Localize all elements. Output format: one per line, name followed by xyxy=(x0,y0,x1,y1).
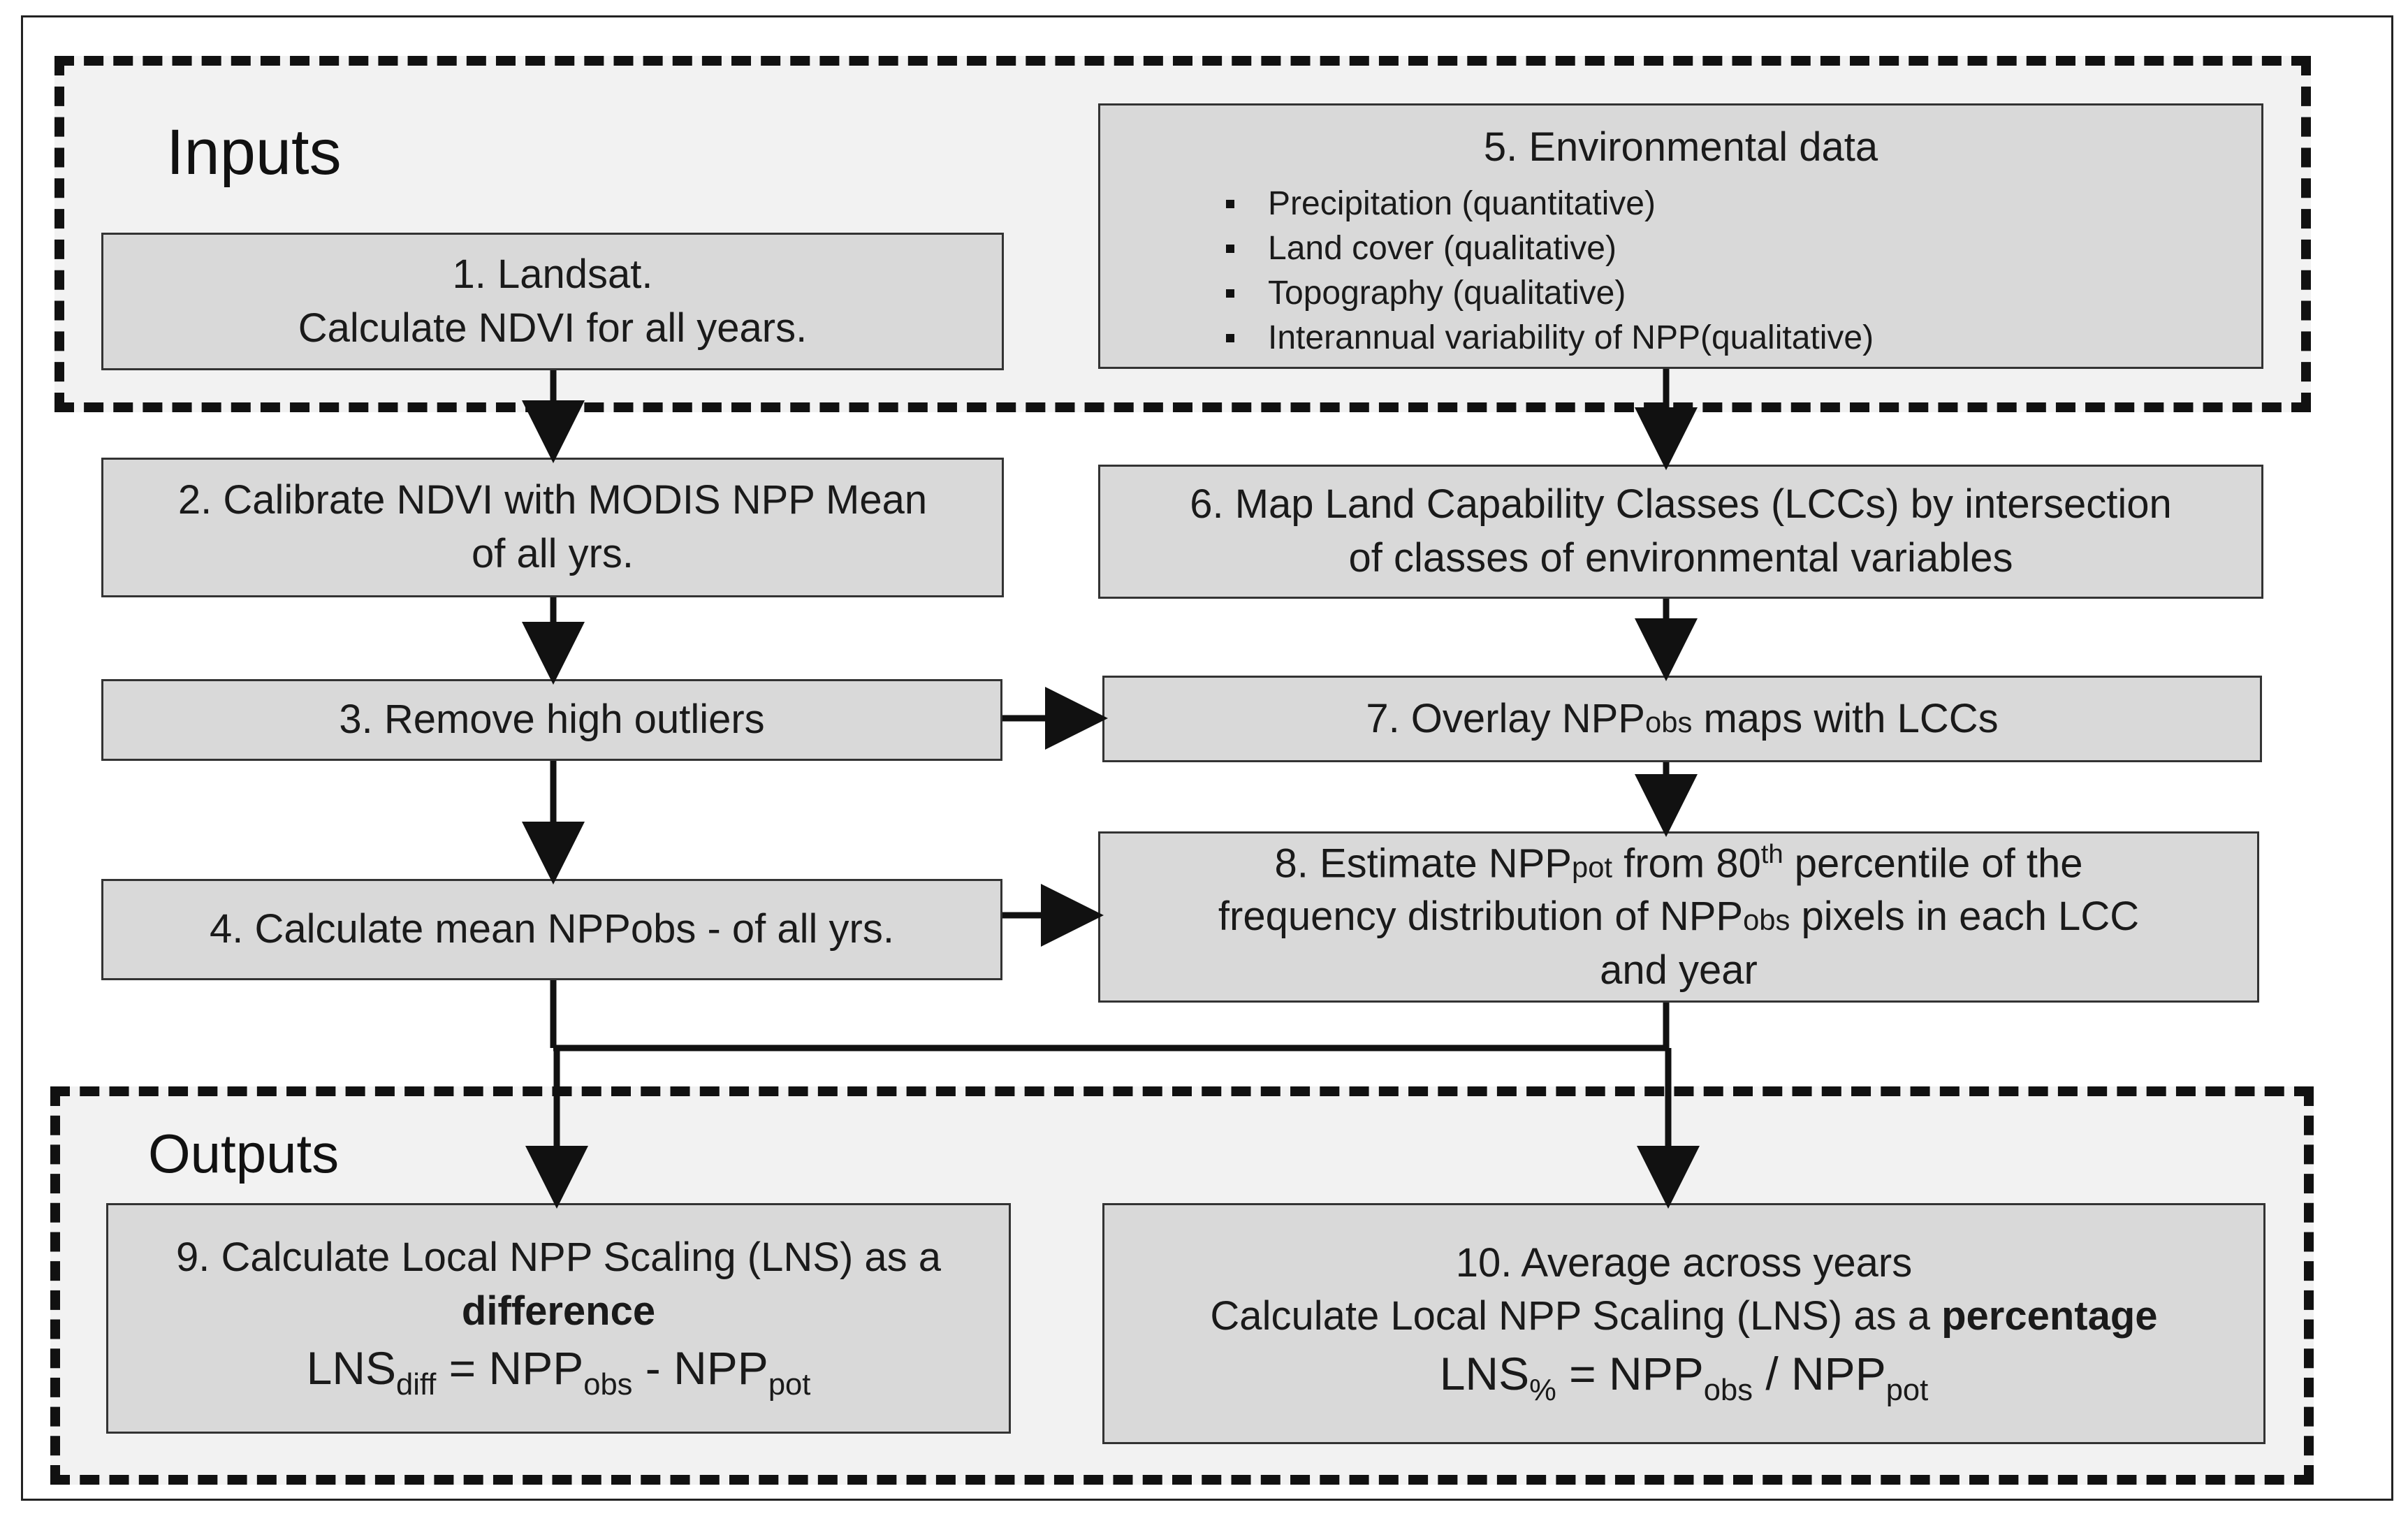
env-item-interannual-variability: Interannual variability of NPP(qualitati… xyxy=(1226,316,1874,361)
step-10-formula: LNS% = NPPobs / NPPpot xyxy=(1439,1347,1929,1407)
environmental-data-list: Precipitation (quantitative) Land cover … xyxy=(1226,182,1874,361)
step-7-text: 7. Overlay NPPobs maps with LCCs xyxy=(1366,695,1999,741)
step-6-line-1: 6. Map Land Capability Classes (LCCs) by… xyxy=(1190,481,2172,527)
step-9-formula: LNSdiff = NPPobs - NPPpot xyxy=(306,1342,811,1402)
step-3-remove-outliers-box: 3. Remove high outliers xyxy=(101,679,1002,761)
env-item-land-cover: Land cover (qualitative) xyxy=(1226,226,1874,271)
step-6-map-lcc-box: 6. Map Land Capability Classes (LCCs) by… xyxy=(1098,465,2263,599)
inputs-label: Inputs xyxy=(166,117,342,188)
step-9-line-1: 9. Calculate Local NPP Scaling (LNS) as … xyxy=(175,1235,942,1281)
step-10-lns-percentage-box: 10. Average across years Calculate Local… xyxy=(1102,1203,2265,1444)
step-10-line-2: Calculate Local NPP Scaling (LNS) as a p… xyxy=(1210,1293,2158,1339)
step-9-bold: difference xyxy=(461,1288,656,1334)
env-item-topography: Topography (qualitative) xyxy=(1226,271,1874,316)
step-2-line-2: of all yrs. xyxy=(471,531,634,576)
step-8-line-2: frequency distribution of NPPobs pixels … xyxy=(1218,894,2140,940)
step-5-environmental-data-box: 5. Environmental data Precipitation (qua… xyxy=(1098,103,2263,369)
outer-frame xyxy=(21,15,2393,1501)
step-10-line-1: 10. Average across years xyxy=(1455,1239,1913,1286)
step-2-line-1: 2. Calibrate NDVI with MODIS NPP Mean xyxy=(177,477,928,523)
step-1-line-2: Calculate NDVI for all years. xyxy=(298,305,808,351)
step-1-line-1: 1. Landsat. xyxy=(452,251,653,297)
outputs-label: Outputs xyxy=(148,1123,340,1184)
step-9-lns-difference-box: 9. Calculate Local NPP Scaling (LNS) as … xyxy=(106,1203,1011,1434)
step-8-line-1: 8. Estimate NPPpot from 80th percentile … xyxy=(1274,838,2083,886)
step-2-calibrate-box: 2. Calibrate NDVI with MODIS NPP Mean of… xyxy=(101,458,1004,597)
env-item-precipitation: Precipitation (quantitative) xyxy=(1226,182,1874,226)
step-5-title: 5. Environmental data xyxy=(1483,124,1878,170)
step-8-estimate-npppot-box: 8. Estimate NPPpot from 80th percentile … xyxy=(1098,831,2259,1003)
step-3-text: 3. Remove high outliers xyxy=(339,697,765,743)
step-8-line-3: and year xyxy=(1600,947,1758,993)
step-4-mean-nppobs-box: 4. Calculate mean NPPobs - of all yrs. xyxy=(101,879,1002,980)
step-4-text: 4. Calculate mean NPPobs - of all yrs. xyxy=(210,906,894,952)
step-1-landsat-box: 1. Landsat. Calculate NDVI for all years… xyxy=(101,233,1004,370)
step-7-overlay-box: 7. Overlay NPPobs maps with LCCs xyxy=(1102,676,2262,762)
step-6-line-2: of classes of environmental variables xyxy=(1348,535,2013,581)
